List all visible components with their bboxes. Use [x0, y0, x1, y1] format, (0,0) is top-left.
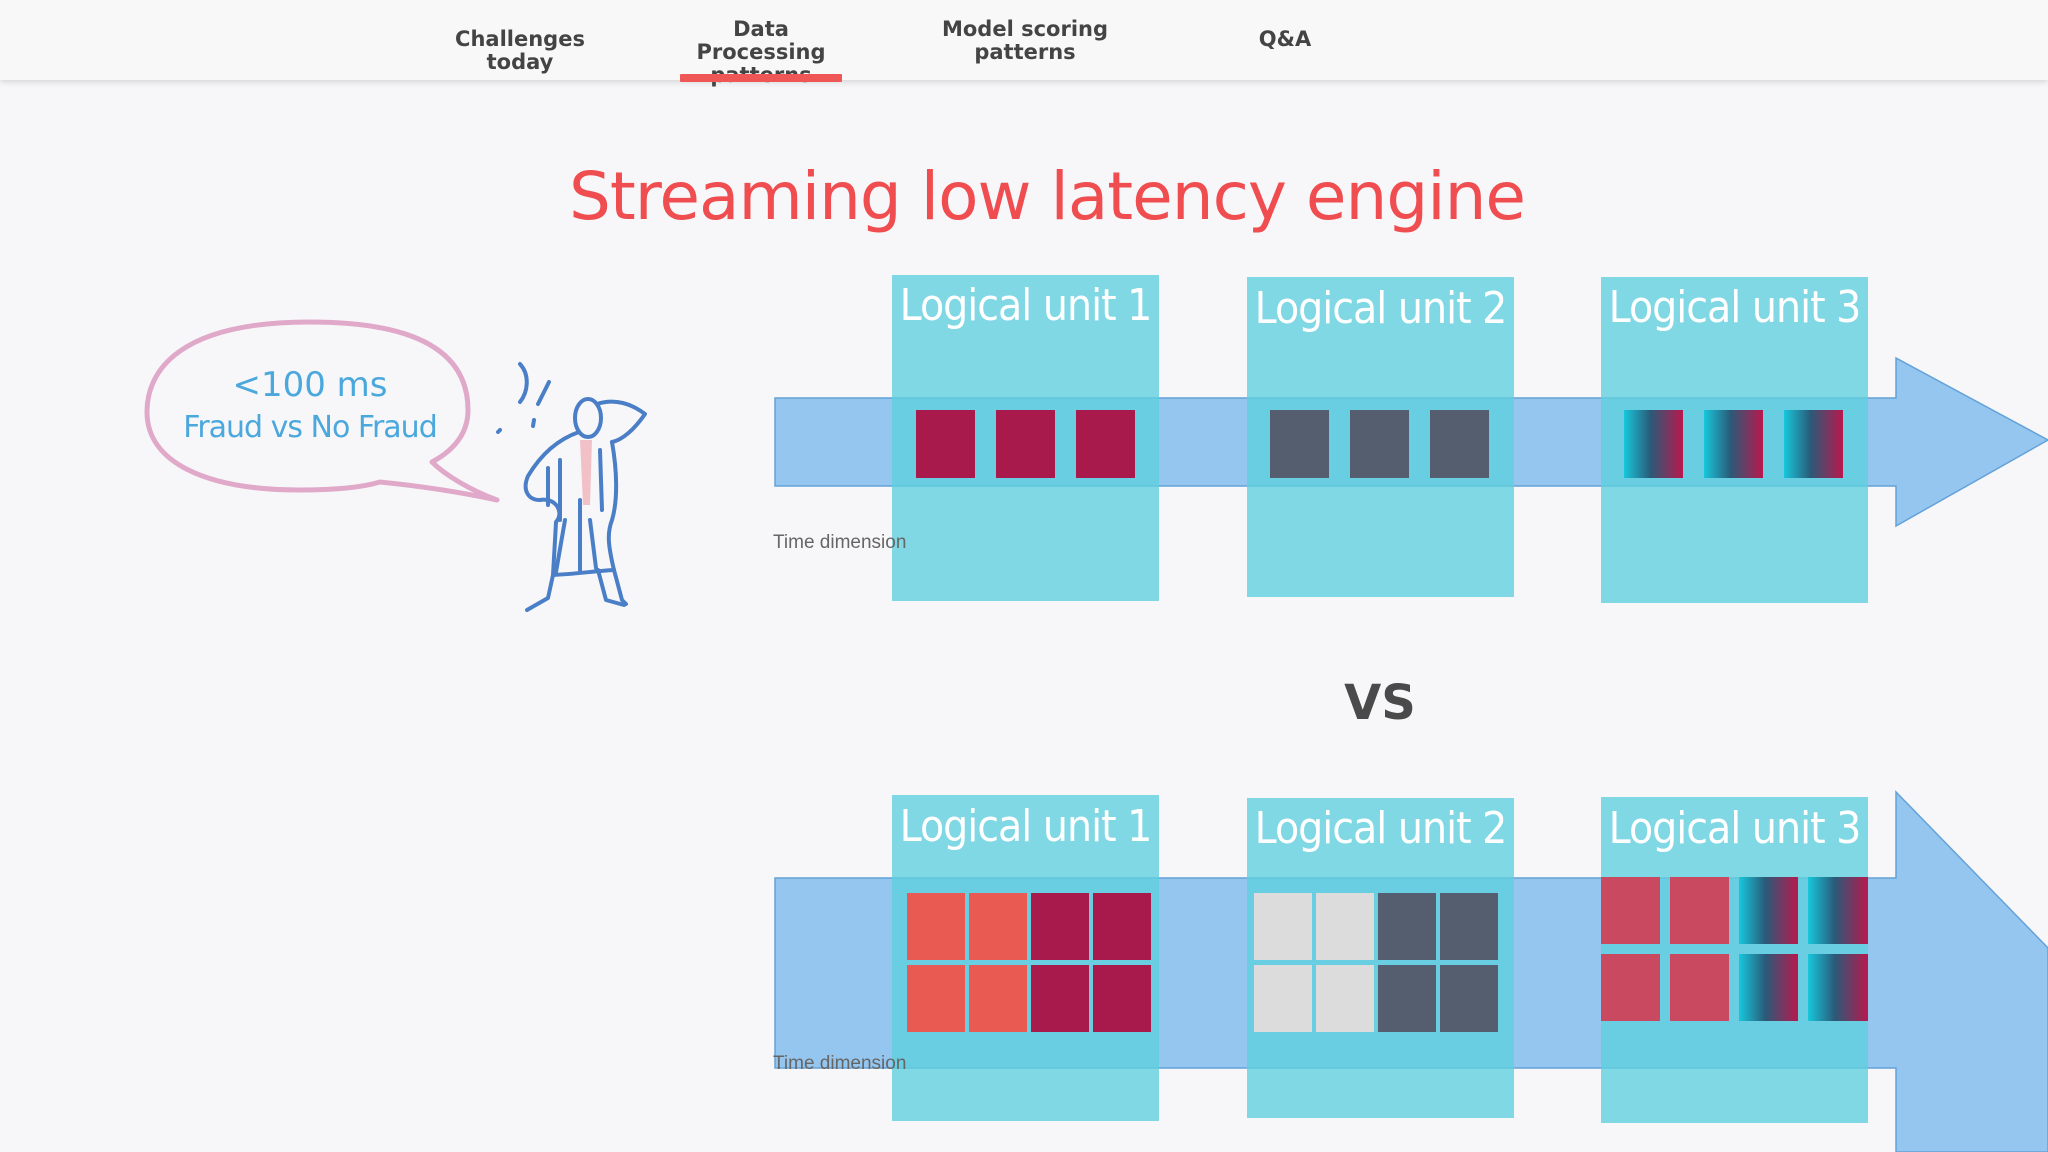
top-unit1-square: [916, 410, 975, 478]
bubble-fraud-text: Fraud vs No Fraud: [183, 410, 437, 445]
top-unit2-square: [1350, 410, 1409, 478]
bottom-unit2-square: [1316, 965, 1374, 1032]
bottom-unit1-square: [1093, 965, 1151, 1032]
bottom-unit1-square: [1031, 965, 1089, 1032]
bottom-time-dimension-label: Time dimension: [773, 1053, 907, 1074]
top-unit2-square: [1430, 410, 1489, 478]
bottom-unit-label-1: Logical unit 1: [899, 801, 1153, 852]
top-unit2-square: [1270, 410, 1329, 478]
top-unit1-square: [996, 410, 1055, 478]
bottom-unit1-square: [969, 965, 1027, 1032]
thinking-person-icon: [496, 362, 647, 612]
top-unit3-square: [1624, 410, 1683, 478]
top-unit1-square: [1076, 410, 1135, 478]
tab-label: Q&A: [1258, 27, 1312, 51]
top-time-dimension-label: Time dimension: [773, 532, 907, 553]
bottom-unit3-square: [1808, 877, 1868, 944]
bottom-unit1-square: [907, 893, 965, 960]
bottom-unit3-square: [1601, 954, 1660, 1021]
bottom-unit1-square: [907, 965, 965, 1032]
top-unit-label-1: Logical unit 1: [899, 280, 1153, 331]
bottom-unit3-square: [1670, 877, 1729, 944]
bottom-unit2-square: [1254, 965, 1312, 1032]
tab-model-scoring-patterns[interactable]: Model scoring patterns: [940, 18, 1110, 80]
bottom-unit-label-3: Logical unit 3: [1608, 803, 1862, 854]
active-tab-indicator: [680, 74, 842, 82]
tab-label: Challenges today: [455, 27, 585, 74]
bottom-unit3-square: [1670, 954, 1729, 1021]
tab-data-processing-patterns[interactable]: Data Processing patterns: [680, 18, 842, 87]
slide-title: Streaming low latency engine: [568, 158, 1526, 235]
top-nav: Challenges today Data Processing pattern…: [0, 0, 2048, 87]
bubble-latency-text: <100 ms: [232, 365, 388, 405]
bottom-unit3-square: [1739, 877, 1798, 944]
speech-bubble: [144, 319, 500, 503]
bottom-unit2-square: [1316, 893, 1374, 960]
bottom-unit1-square: [969, 893, 1027, 960]
bottom-unit2-square: [1440, 893, 1498, 960]
tab-challenges-today[interactable]: Challenges today: [430, 28, 610, 90]
bottom-unit1-square: [1093, 893, 1151, 960]
bottom-unit2-square: [1378, 965, 1436, 1032]
top-unit-label-3: Logical unit 3: [1608, 282, 1862, 333]
bottom-unit1-square: [1031, 893, 1089, 960]
top-unit3-square: [1784, 410, 1843, 478]
tie-shape: [580, 440, 592, 505]
tab-qa[interactable]: Q&A: [1240, 28, 1330, 90]
top-unit3-square: [1704, 410, 1763, 478]
bottom-unit3-square: [1601, 877, 1660, 944]
top-unit-label-2: Logical unit 2: [1254, 283, 1508, 334]
bottom-unit3-square: [1739, 954, 1798, 1021]
bottom-unit2-square: [1254, 893, 1312, 960]
bottom-unit2-square: [1440, 965, 1498, 1032]
bottom-unit2-square: [1378, 893, 1436, 960]
tab-label: Model scoring patterns: [941, 17, 1109, 64]
vs-label: VS: [1344, 675, 1416, 731]
bottom-unit-label-2: Logical unit 2: [1254, 803, 1508, 854]
bottom-unit3-square: [1808, 954, 1868, 1021]
